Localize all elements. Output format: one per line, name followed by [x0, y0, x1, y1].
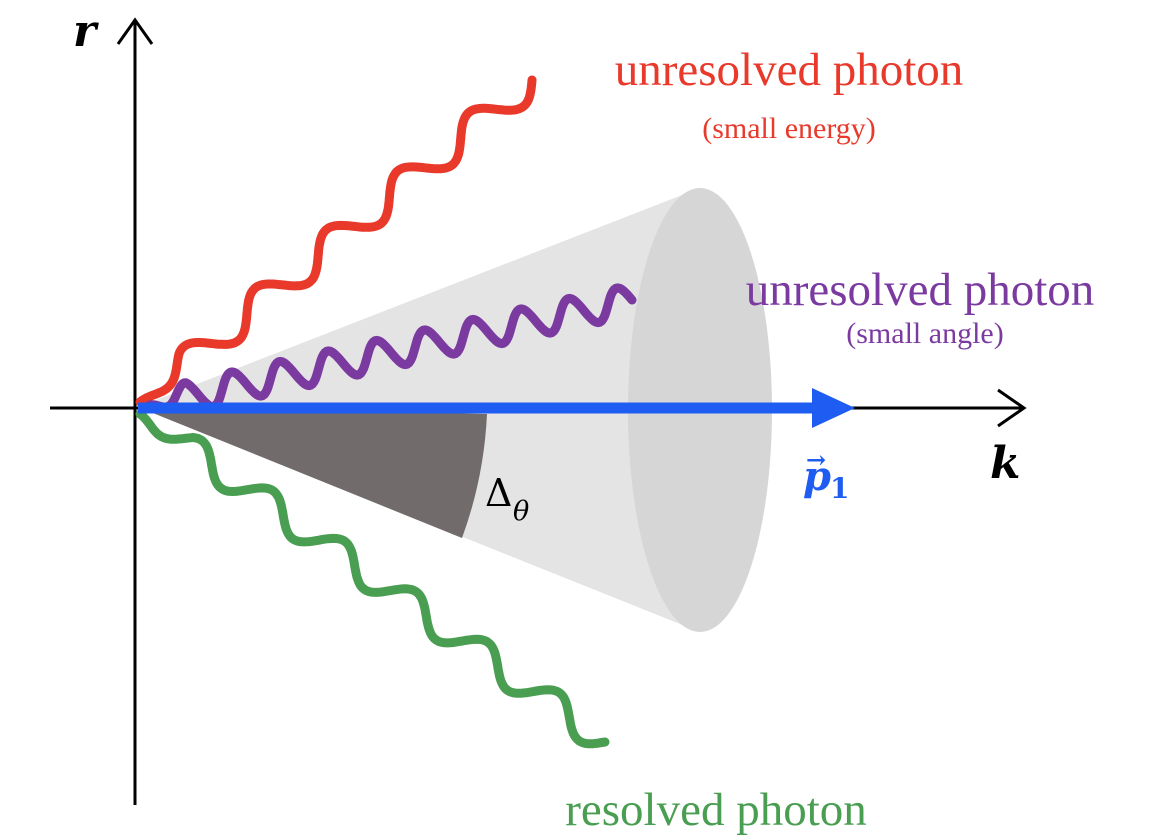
resolved-photon-title: resolved photon	[565, 784, 867, 836]
resolved-photon-wave	[135, 409, 610, 749]
momentum-arrowhead	[812, 388, 855, 428]
r-axis-arrowhead	[116, 17, 154, 45]
soft-photon-note: (small energy)	[702, 112, 876, 145]
k-axis-arrowhead	[997, 388, 1027, 428]
collinear-photon-title: unresolved photon	[746, 264, 1095, 316]
k-axis-label: k	[990, 438, 1021, 489]
r-axis-label: r	[73, 6, 99, 57]
momentum-label: → p 1	[803, 445, 849, 505]
angle-wedge	[138, 407, 487, 538]
collinear-photon-note: (small angle)	[846, 317, 1003, 350]
angle-label-base: Δ	[485, 471, 512, 515]
soft-photon-title: unresolved photon	[615, 44, 964, 96]
momentum-label-arrow: →	[806, 445, 826, 474]
momentum-label-base: p	[803, 453, 831, 500]
collinear-photon-wave	[145, 283, 637, 412]
angle-label: Δ θ	[485, 471, 529, 527]
angle-label-sub: θ	[513, 496, 529, 527]
momentum-label-sub: 1	[830, 472, 849, 505]
soft-photon-wave	[135, 75, 537, 407]
